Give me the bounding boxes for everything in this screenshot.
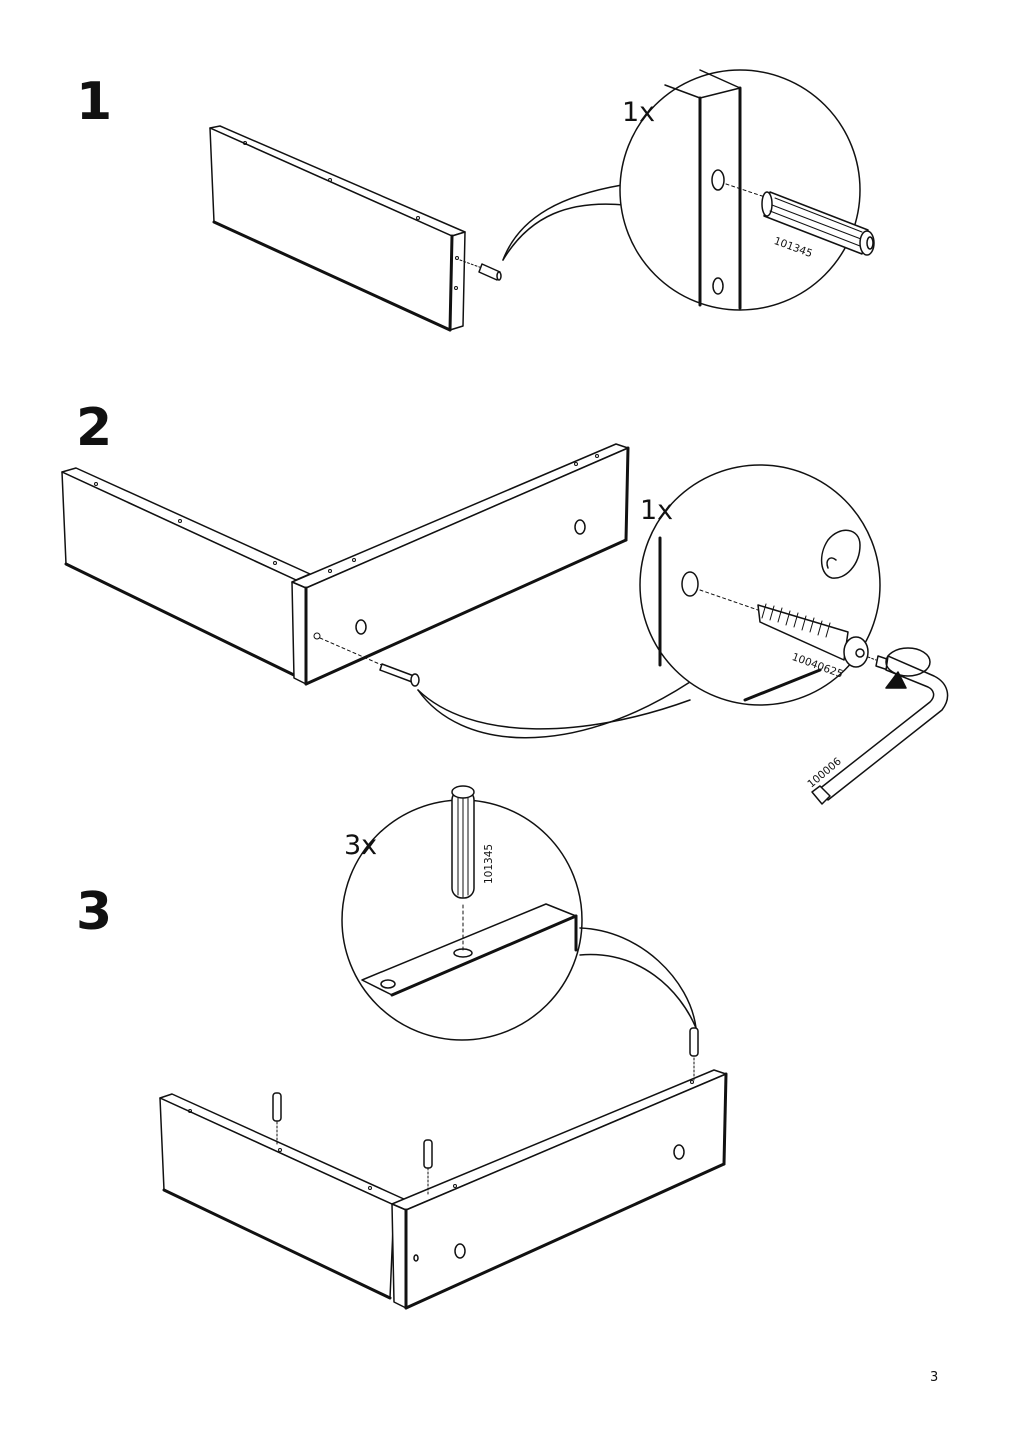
page-number: 3 (930, 1370, 939, 1385)
step-2-detail-circle (639, 464, 881, 706)
step-2-quantity: 1x (640, 495, 674, 526)
step-3-quantity: 3x (344, 830, 378, 861)
detail-dowel (761, 191, 875, 256)
detail-dowel (451, 785, 475, 899)
step-3-dowels (272, 1027, 699, 1195)
step-3-long-panel (159, 1093, 407, 1300)
step-2-long-panel (61, 467, 311, 678)
step-1-detail-circle (619, 69, 875, 311)
step-2-allen-key (811, 647, 949, 805)
step-3-detail-circle (341, 785, 583, 1041)
step-2-number: 2 (76, 398, 113, 458)
step-3-number: 3 (76, 882, 113, 942)
step-3-part-number: 101345 (483, 843, 495, 884)
step-2-screw (379, 663, 420, 687)
step-1-number: 1 (76, 72, 113, 132)
step-2-side-panel (291, 443, 630, 686)
step-1-panel (209, 125, 466, 332)
step-1-illustration (209, 69, 875, 332)
step-3-illustration (159, 785, 728, 1310)
step-2-illustration (61, 443, 949, 805)
step-1-quantity: 1x (622, 97, 656, 128)
step-3-side-panel (391, 1069, 728, 1310)
detail-screw (757, 603, 869, 668)
step-1-dowel (478, 263, 502, 281)
